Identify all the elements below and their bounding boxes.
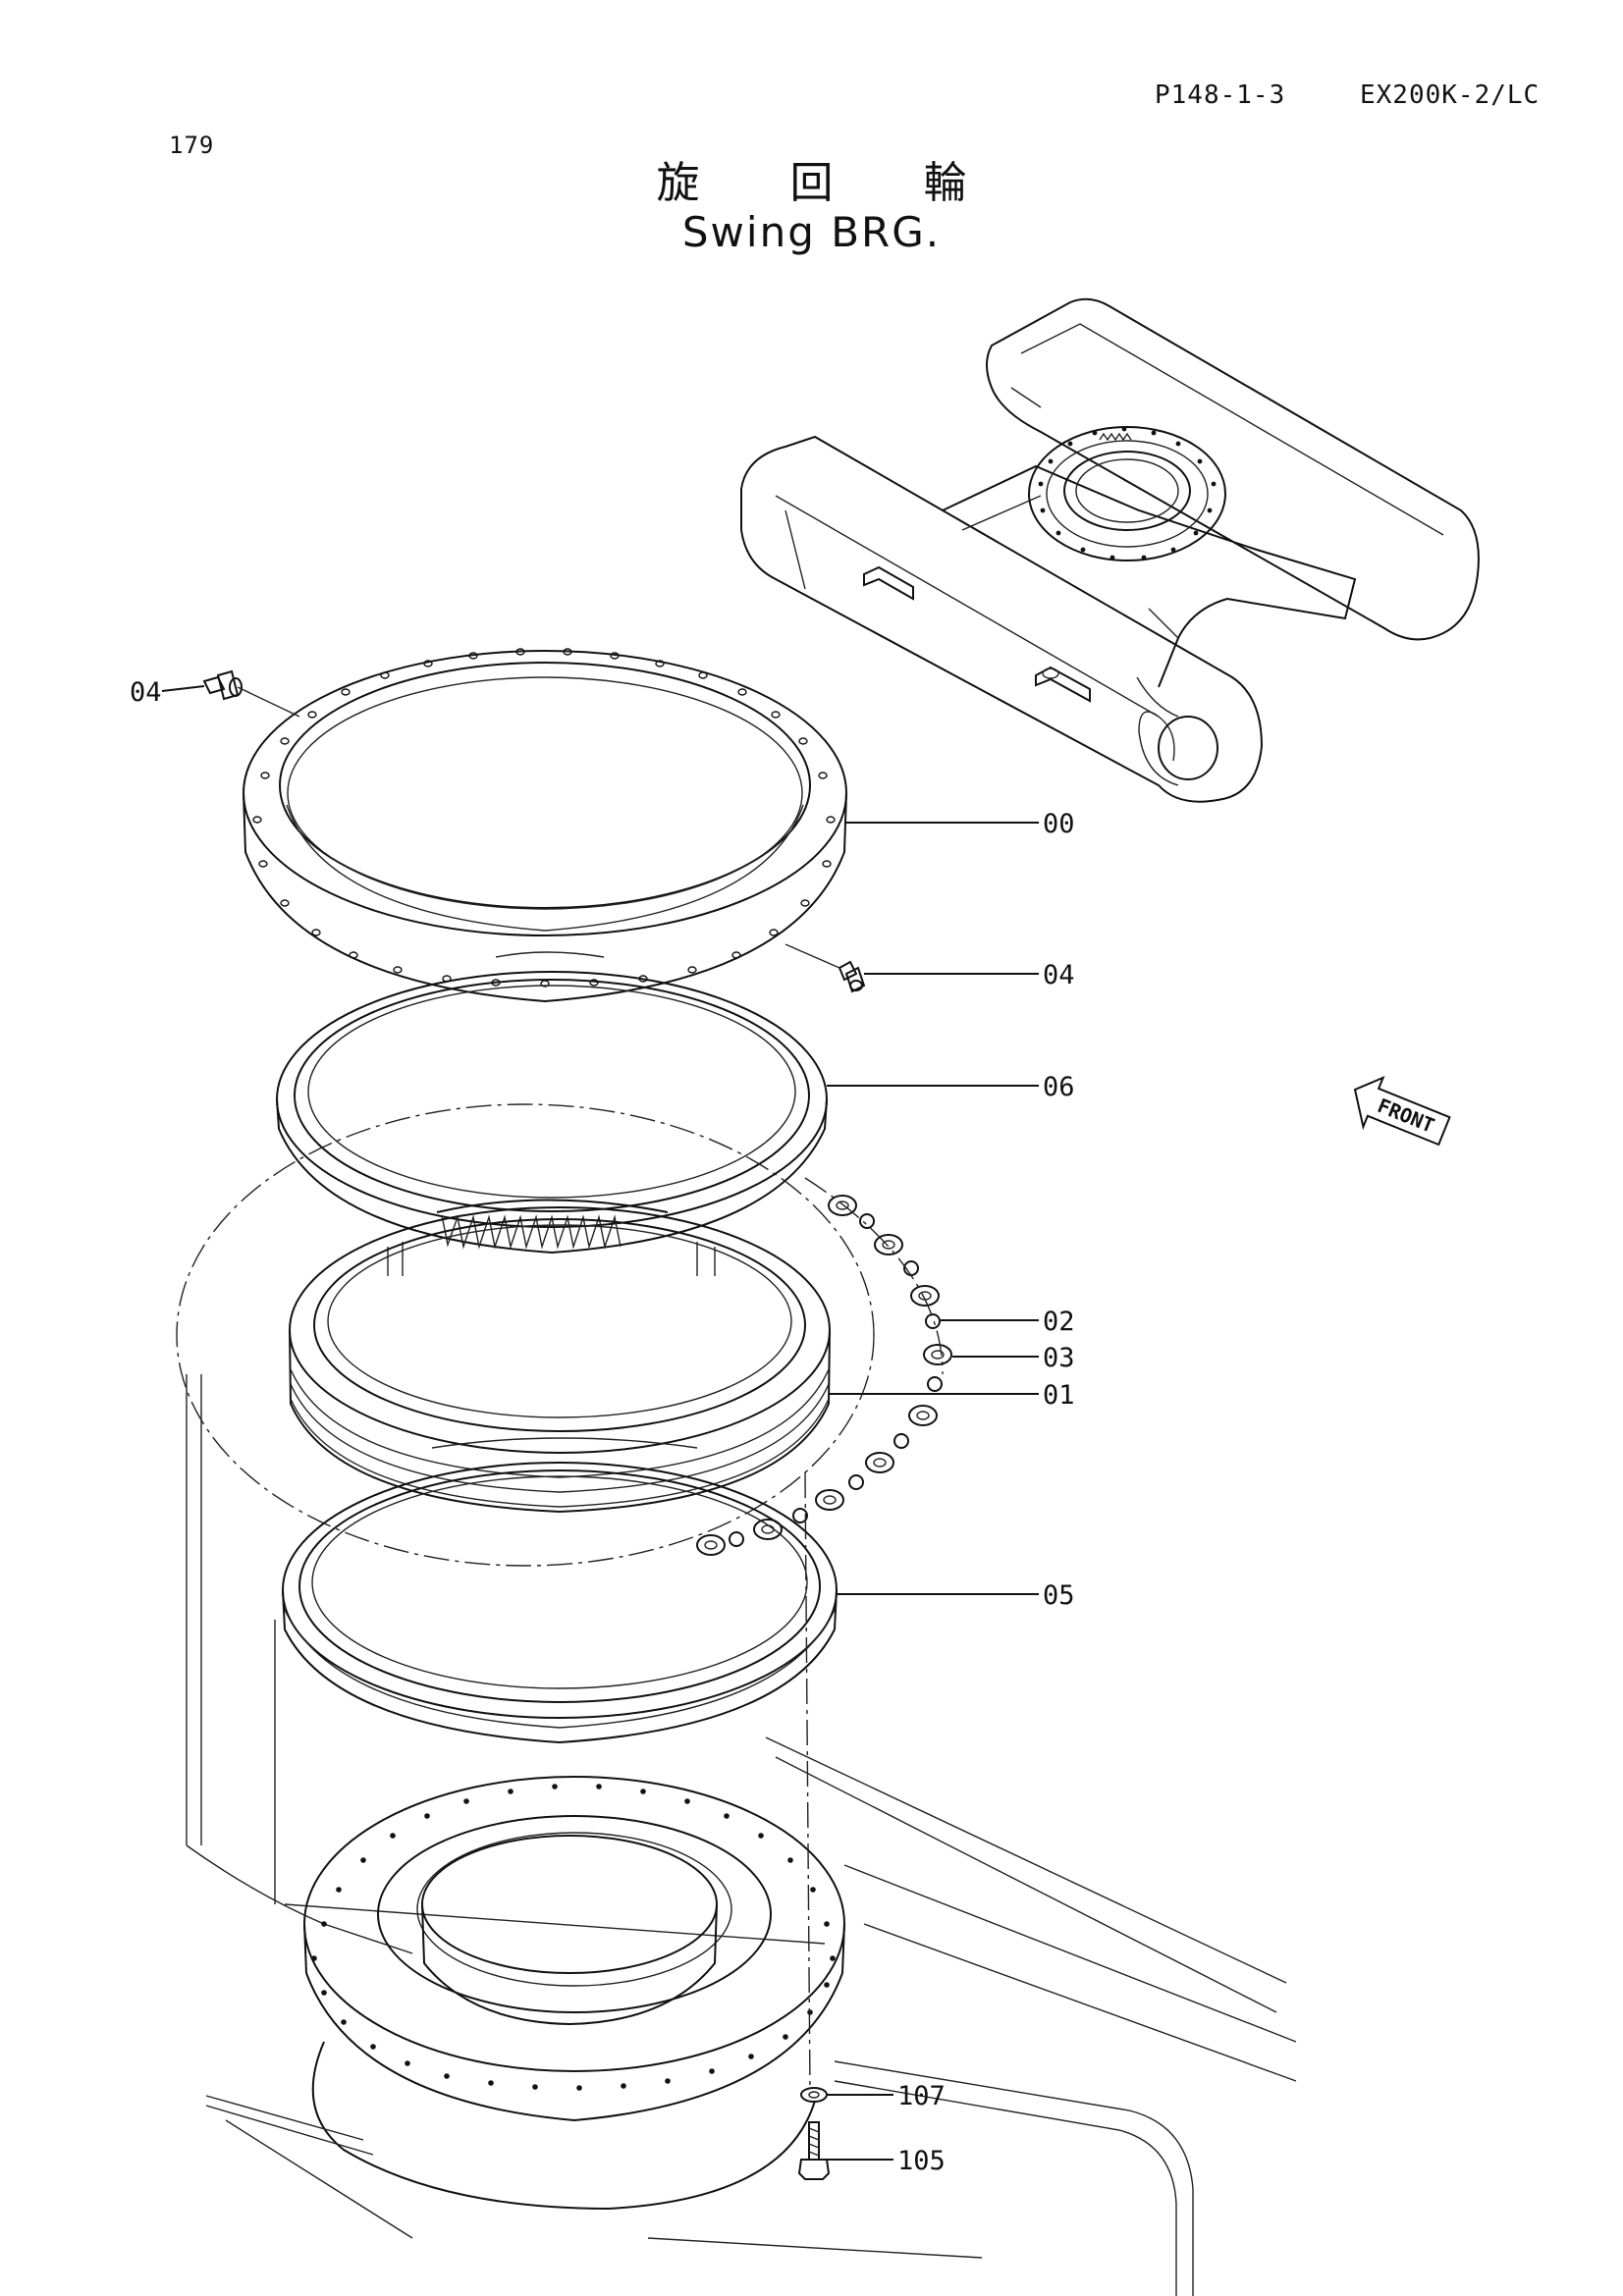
callout-02: 02 — [1043, 1307, 1075, 1337]
bolt-axis-line — [804, 1471, 811, 2092]
balls-and-spacers — [696, 1177, 952, 1556]
callout-06: 06 — [1043, 1072, 1075, 1102]
callout-105: 105 — [897, 2146, 946, 2176]
callout-00: 00 — [1043, 809, 1075, 839]
bolt — [797, 2121, 831, 2180]
callout-05: 05 — [1043, 1580, 1075, 1611]
spacer-3 — [910, 1285, 940, 1307]
spacer-03 — [923, 1344, 952, 1365]
callout-04-left: 04 — [130, 677, 162, 708]
model-number: EX200K-2/LC — [1360, 80, 1541, 110]
grease-fitting-left — [202, 669, 243, 701]
outer-race-ring — [243, 648, 847, 1003]
title-english: Swing BRG. — [681, 208, 942, 256]
ball-02 — [925, 1313, 941, 1329]
callout-107: 107 — [897, 2081, 946, 2111]
undercarriage-frame — [740, 297, 1480, 803]
title-japanese: 旋回輪 — [656, 158, 1057, 208]
washer — [800, 2087, 828, 2103]
seal-ring-lower — [282, 1462, 838, 1744]
callout-01: 01 — [1043, 1380, 1075, 1411]
page-code: P148-1-3 — [1155, 80, 1286, 110]
front-direction-arrow: FRONT — [1353, 1075, 1451, 1147]
inner-race-gear-ring — [176, 1103, 875, 1567]
grease-fitting-right — [784, 943, 866, 993]
spacer-1 — [828, 1195, 857, 1216]
callout-03: 03 — [1043, 1343, 1075, 1373]
spacer-2 — [874, 1234, 903, 1255]
page-number: 179 — [169, 132, 215, 159]
callout-04-right: 04 — [1043, 960, 1075, 990]
callouts: 04 00 04 06 02 03 01 05 107 105 — [130, 677, 1075, 2176]
leader-lines — [161, 685, 1039, 2161]
seal-ring-upper — [276, 971, 828, 1255]
swing-frame-mount — [186, 1374, 1297, 2296]
